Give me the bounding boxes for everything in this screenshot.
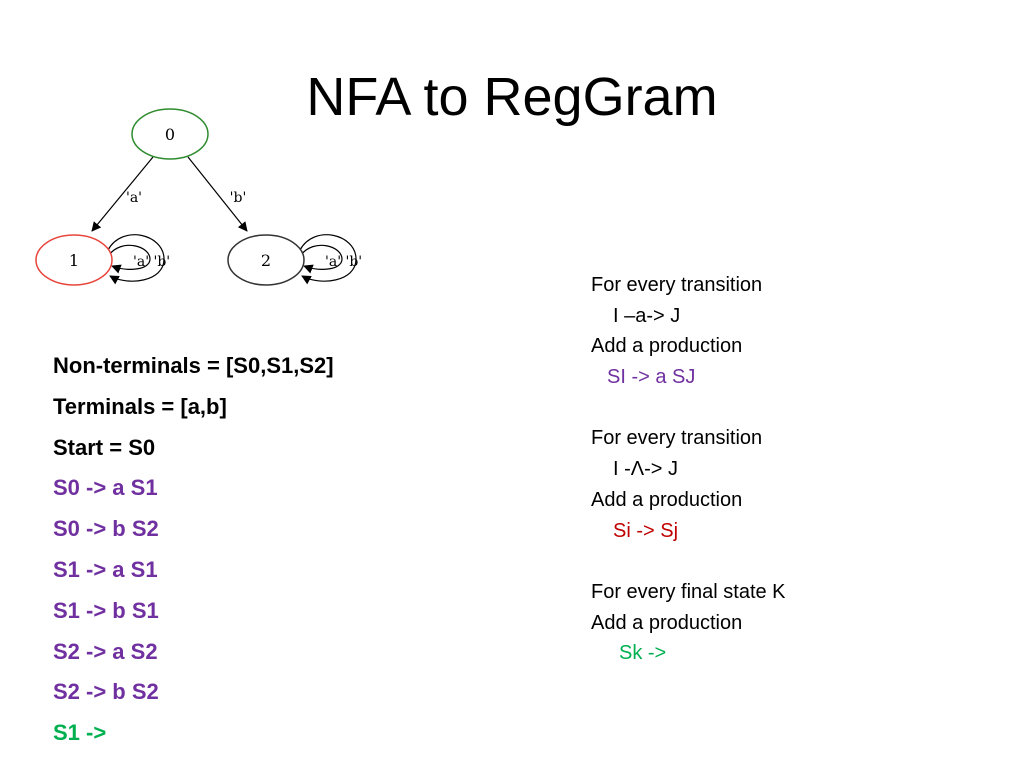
final-production-text: Sk -> xyxy=(619,642,667,665)
self-loop-1-label: 'a' 'b' xyxy=(133,254,170,270)
edge-0-to-2: 'b' xyxy=(187,156,248,232)
production-line: S2 -> a S2 xyxy=(53,638,158,664)
lambda-rule-heading: For every transition xyxy=(591,427,763,450)
lambda-rule-example: I -Λ-> J xyxy=(591,454,786,485)
state-0-label: 0 xyxy=(165,125,175,144)
production-line: S0 -> a S1 xyxy=(53,475,158,501)
slide-title: NFA to RegGram xyxy=(306,67,718,127)
final-rule-heading: For every final state K xyxy=(591,580,786,603)
grammar-listing: Non-terminals = [S0,S1,S2] Terminals = [… xyxy=(53,346,334,754)
self-loop-2-label: 'a' 'b' xyxy=(325,254,362,270)
production-line: S1 -> b S1 xyxy=(53,597,159,623)
state-1: 1 xyxy=(35,234,113,286)
self-loop-1: 'a' 'b' xyxy=(107,234,170,285)
transition-rule-example: I –a-> J xyxy=(591,301,786,332)
transition-rule-production: SI -> a SJ xyxy=(591,362,786,393)
edge-0-to-2-label: 'b' xyxy=(230,190,247,206)
transition-example-text: I –a-> J xyxy=(613,304,681,327)
state-2: 2 xyxy=(227,234,305,286)
spacer xyxy=(591,546,786,577)
production-line: S1 -> a S1 xyxy=(53,556,158,582)
conversion-rules: For every transition I –a-> J Add a prod… xyxy=(591,270,786,669)
nonterminals-line: Non-terminals = [S0,S1,S2] xyxy=(53,353,334,378)
lambda-production-text: Si -> Sj xyxy=(613,519,679,542)
final-rule-add: Add a production xyxy=(591,611,743,634)
production-line: S0 -> b S2 xyxy=(53,516,159,542)
transition-rule-add: Add a production xyxy=(591,335,743,358)
final-rule-production: Sk -> xyxy=(591,638,786,669)
edge-0-to-1: 'a' xyxy=(91,156,154,232)
state-0: 0 xyxy=(131,108,209,160)
transition-rule-heading: For every transition xyxy=(591,274,763,296)
lambda-example-text: I -Λ-> J xyxy=(613,458,679,481)
edge-0-to-1-label: 'a' xyxy=(126,190,142,206)
state-1-label: 1 xyxy=(69,251,79,270)
final-production-line: S1 -> xyxy=(53,720,107,746)
transition-production-text: SI -> a SJ xyxy=(607,366,696,389)
self-loop-2: 'a' 'b' xyxy=(299,234,362,285)
terminals-line: Terminals = [a,b] xyxy=(53,393,227,419)
spacer xyxy=(591,393,786,424)
production-line: S2 -> b S2 xyxy=(53,679,159,705)
start-line: Start = S0 xyxy=(53,434,156,460)
state-2-label: 2 xyxy=(261,251,271,270)
lambda-rule-production: Si -> Sj xyxy=(591,516,786,547)
nfa-diagram: 'a' 'b' 'a' 'b' 'a' 'b' 0 1 2 xyxy=(35,108,362,286)
lambda-rule-add: Add a production xyxy=(591,488,743,511)
